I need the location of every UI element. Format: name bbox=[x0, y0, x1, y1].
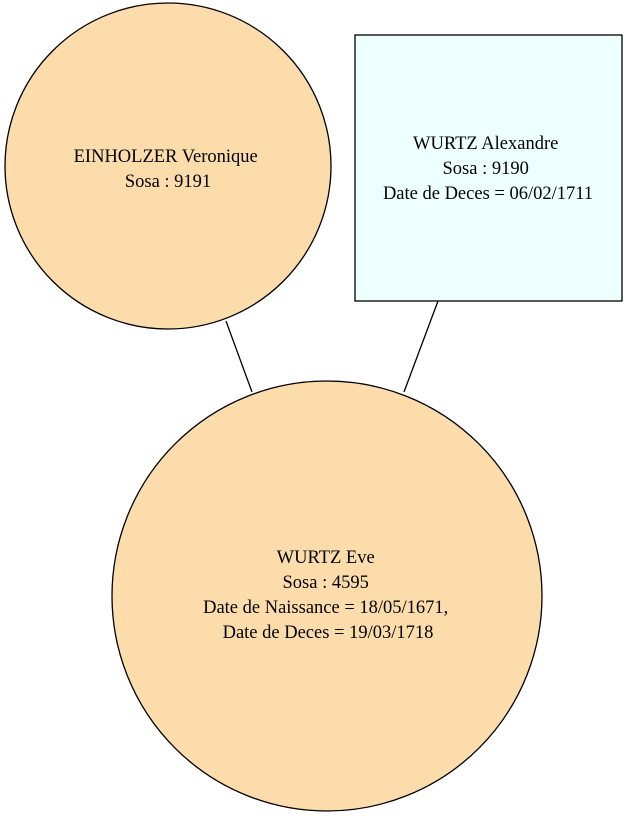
node-mother-name: EINHOLZER Veronique bbox=[74, 147, 258, 167]
edge-father-to-child bbox=[403, 300, 439, 393]
node-child-sosa: Sosa : 4595 bbox=[283, 573, 369, 593]
node-father-sosa: Sosa : 9190 bbox=[443, 159, 529, 179]
node-child-name: WURTZ Eve bbox=[277, 548, 375, 568]
node-mother-label: EINHOLZER Veronique Sosa : 9191 bbox=[74, 147, 263, 192]
node-wurtz-eve[interactable]: WURTZ Eve Sosa : 4595 Date de Naissance … bbox=[111, 380, 543, 812]
node-father-death: Date de Deces = 06/02/1711 bbox=[383, 184, 593, 204]
node-child-label: WURTZ Eve Sosa : 4595 Date de Naissance … bbox=[203, 548, 453, 643]
node-child-death: Date de Deces = 19/03/1718 bbox=[223, 623, 434, 643]
node-father-name: WURTZ Alexandre bbox=[413, 134, 558, 154]
node-father-shape bbox=[354, 34, 623, 302]
node-mother-sosa: Sosa : 9191 bbox=[125, 172, 211, 192]
node-einholzer-veronique[interactable]: EINHOLZER Veronique Sosa : 9191 bbox=[4, 2, 332, 330]
edge-mother-to-child bbox=[225, 320, 253, 393]
node-father-label: WURTZ Alexandre Sosa : 9190 Date de Dece… bbox=[383, 134, 593, 204]
node-wurtz-alexandre[interactable]: WURTZ Alexandre Sosa : 9190 Date de Dece… bbox=[354, 34, 623, 302]
node-child-shape bbox=[111, 380, 543, 812]
node-mother-shape bbox=[4, 2, 332, 330]
node-child-birth: Date de Naissance = 18/05/1671, bbox=[203, 598, 448, 618]
